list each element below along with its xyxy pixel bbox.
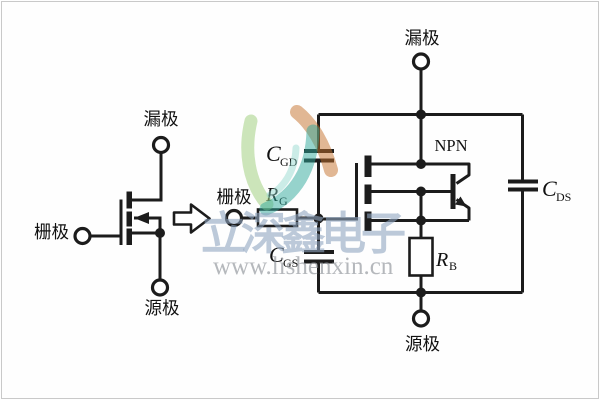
eq-drain-terminal-circle: [411, 52, 431, 71]
transform-arrow-icon: [172, 203, 211, 234]
eq-gate-label: 栅极: [217, 187, 252, 207]
npn-label: NPN: [434, 136, 467, 155]
left-mosfet: 漏极 栅极 源极: [34, 109, 180, 318]
cgs-capacitor: [304, 250, 334, 264]
left-gate-label: 栅极: [34, 222, 69, 242]
internal-channel-bar-mid: [364, 184, 372, 204]
cgs-label: C: [269, 242, 284, 267]
internal-channel-bar-bot: [364, 211, 372, 231]
left-drain-label: 漏极: [144, 109, 179, 129]
internal-channel-bar-top: [364, 155, 372, 177]
equivalent-circuit: 漏极 C GD C GS C DS 栅极 R G: [217, 28, 572, 354]
cds-label: C: [542, 176, 557, 201]
rb-subscript: B: [449, 259, 457, 273]
rb-resistor: [408, 236, 434, 277]
drain-rail-junction-dot: [416, 109, 426, 120]
emitter-arrow-icon: [455, 196, 467, 207]
rb-label: R: [435, 249, 448, 271]
left-channel-bar-bot: [126, 228, 132, 245]
cgd-label: C: [266, 141, 281, 166]
cgd-subscript: GD: [280, 155, 298, 169]
drain-collector-junction-dot: [416, 159, 426, 169]
cgs-subscript: GS: [283, 256, 298, 270]
left-source-label: 源极: [145, 298, 180, 318]
cds-capacitor: [508, 179, 538, 192]
left-drain-terminal-circle: [151, 135, 171, 155]
left-source-terminal-circle: [150, 278, 170, 297]
npn-base-bar: [450, 174, 456, 209]
eq-source-label: 源极: [405, 334, 440, 354]
left-body-arrow-icon: [134, 212, 149, 224]
left-channel-bar-top: [126, 191, 132, 209]
eq-source-terminal-circle: [411, 309, 431, 328]
eq-drain-label: 漏极: [405, 28, 440, 48]
left-channel-bar-mid: [126, 211, 132, 227]
eq-gate-terminal-circle: [224, 208, 244, 228]
cds-subscript: DS: [556, 190, 571, 204]
watermark-logo-icon: [241, 105, 338, 216]
left-drain-wire: [132, 152, 163, 202]
left-gate-terminal-circle: [73, 226, 92, 246]
